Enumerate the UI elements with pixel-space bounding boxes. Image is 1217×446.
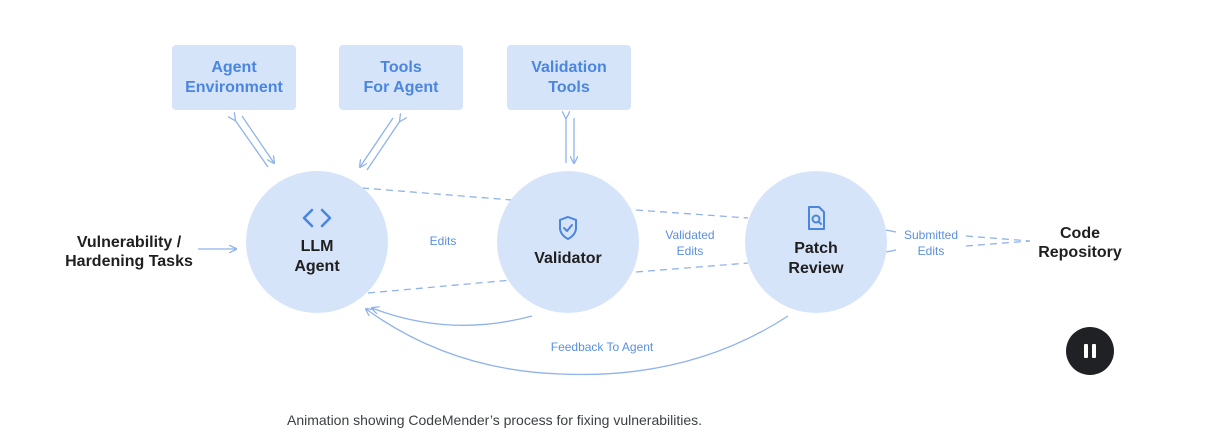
agent-to-env-line: [241, 115, 274, 163]
submitted-edits-line2: Edits: [917, 244, 945, 258]
agent-to-tools-line: [366, 121, 400, 171]
llm-agent-line1: LLM: [300, 238, 334, 255]
feedback-to-agent-label: Feedback To Agent: [550, 340, 654, 354]
validator-review-lower-dash: [635, 262, 749, 273]
env-to-agent-line: [235, 120, 269, 168]
tools-for-agent-box: Tools For Agent: [339, 45, 463, 110]
input-tasks-line2: Hardening Tasks: [65, 253, 193, 270]
review-feedback-curve: [366, 309, 789, 376]
review-submit-tick-top: [885, 229, 897, 233]
submit-repo-lower-dash: [965, 240, 1031, 247]
validator-review-upper-dash: [635, 209, 749, 219]
pause-icon: [1084, 344, 1088, 358]
submitted-edits-line1: Submitted: [903, 228, 959, 242]
figure-caption: Animation showing CodeMender’s process f…: [287, 412, 703, 428]
validated-edits-label: Validated Edits: [655, 227, 725, 259]
review-submit-tick-bottom: [885, 249, 897, 253]
patch-review-node: Patch Review: [745, 171, 887, 313]
llm-agent-node: LLM Agent: [246, 171, 388, 313]
validation-tools-line2: Tools: [548, 78, 590, 96]
validated-edits-line1: Validated: [665, 228, 715, 242]
submit-repo-upper-dash: [965, 235, 1031, 242]
patch-review-line1: Patch: [794, 240, 838, 257]
shield-check-icon: [557, 215, 579, 241]
tools-for-agent-line2: For Agent: [363, 78, 439, 96]
document-search-icon: [805, 205, 827, 231]
submitted-edits-label: Submitted Edits: [896, 227, 966, 259]
agent-environment-line2: Environment: [185, 78, 283, 96]
tools-for-agent-line1: Tools: [380, 58, 422, 76]
llm-agent-line2: Agent: [294, 258, 340, 275]
agent-validator-lower-dash: [367, 279, 513, 294]
edits-label: Edits: [429, 234, 457, 248]
pause-button[interactable]: [1066, 327, 1114, 375]
validated-edits-line2: Edits: [676, 244, 704, 258]
tools-to-agent-line: [360, 117, 394, 167]
patch-review-line2: Review: [788, 260, 844, 277]
input-tasks-label: Vulnerability / Hardening Tasks: [58, 233, 200, 271]
agent-validator-upper-dash: [361, 187, 513, 201]
code-repository-line2: Repository: [1038, 244, 1122, 261]
input-tasks-line1: Vulnerability /: [76, 234, 182, 251]
code-repository-line1: Code: [1060, 225, 1100, 242]
validation-tools-box: Validation Tools: [507, 45, 631, 110]
agent-environment-box: Agent Environment: [172, 45, 296, 110]
pause-icon-bar: [1092, 344, 1096, 358]
validator-node: Validator: [497, 171, 639, 313]
validator-label: Validator: [534, 250, 602, 267]
code-brackets-icon: [301, 207, 333, 229]
code-repository-label: Code Repository: [1032, 224, 1128, 262]
validation-tools-line1: Validation: [531, 58, 607, 76]
agent-environment-line1: Agent: [211, 58, 257, 76]
validator-feedback-curve: [372, 308, 533, 326]
